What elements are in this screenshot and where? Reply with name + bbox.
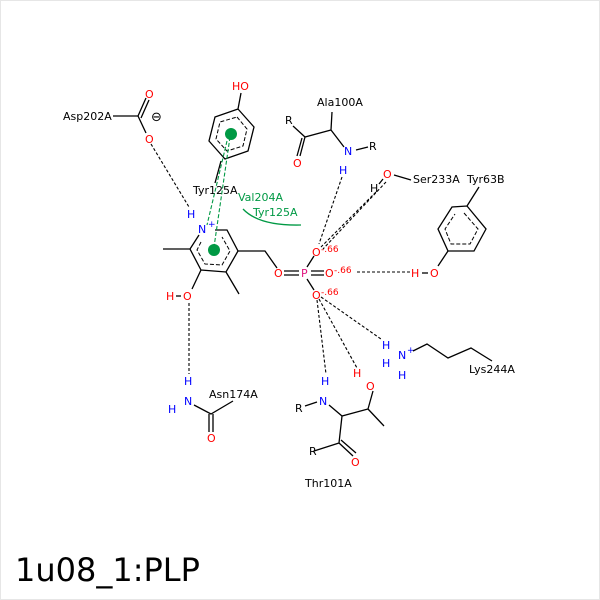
- atom-o: O: [274, 267, 283, 280]
- atom-p: P: [301, 267, 308, 280]
- charge-label: -.66: [321, 245, 339, 255]
- hydrophobic-contact-arc: [242, 208, 302, 226]
- residue-label: Asp202A: [63, 110, 112, 123]
- atom-h: H: [339, 164, 347, 177]
- atom-o: O: [312, 289, 321, 302]
- atom-h: H: [166, 290, 174, 303]
- atom-n: N: [319, 395, 327, 408]
- residue-tyr125: HO Tyr125A: [192, 80, 255, 197]
- residue-asp202: Asp202A O O ⊖: [63, 88, 162, 146]
- atom-r: R: [309, 445, 317, 458]
- atom-o: O: [430, 267, 439, 280]
- ligand-plp: N + H O H O P O -.66 O -.66 O -.66: [163, 208, 352, 303]
- atom-h: H: [382, 357, 390, 370]
- pi-center-dot: [208, 244, 220, 256]
- positive-charge: +: [208, 220, 216, 230]
- residue-ser233: O H Ser233A: [370, 168, 460, 195]
- atom-r: R: [295, 402, 303, 415]
- atom-o: O: [312, 246, 321, 259]
- residue-thr101: H N R O H R O Thr101A: [295, 367, 385, 490]
- atom-ho: HO: [232, 80, 249, 93]
- atom-o: O: [145, 133, 154, 146]
- atom-o: O: [351, 456, 360, 469]
- atom-o: O: [325, 267, 334, 280]
- hydrophobic-label: Tyr125A: [252, 206, 298, 219]
- negative-charge-icon: ⊖: [151, 110, 162, 125]
- residue-label: Ala100A: [317, 96, 363, 109]
- residue-label: Thr101A: [304, 477, 352, 490]
- residue-label: Lys244A: [469, 363, 515, 376]
- atom-h: H: [353, 367, 361, 380]
- atom-o: O: [145, 88, 154, 101]
- atom-n: N: [344, 145, 352, 158]
- charge-label: -.66: [321, 288, 339, 298]
- charge-label: -.66: [334, 266, 352, 276]
- pi-center-dot: [225, 128, 237, 140]
- atom-nplus: N: [198, 223, 206, 236]
- atom-h: H: [382, 339, 390, 352]
- atom-r: R: [369, 140, 377, 153]
- residue-label: Asn174A: [209, 388, 258, 401]
- atom-o: O: [183, 290, 192, 303]
- atom-n: N: [184, 395, 192, 408]
- residue-lys244: N + H H H Lys244A: [382, 339, 515, 382]
- residue-tyr63: Tyr63B O H: [411, 173, 505, 280]
- ligand-title: 1u08_1:PLP: [15, 551, 200, 589]
- atom-h: H: [321, 375, 329, 388]
- residue-label: Tyr63B: [466, 173, 505, 186]
- atom-o: O: [366, 380, 375, 393]
- pi-stacking-line: [206, 136, 231, 248]
- residue-asn174: H N H O Asn174A: [168, 375, 258, 445]
- atom-h: H: [411, 267, 419, 280]
- atom-o: O: [207, 432, 216, 445]
- atom-o: O: [383, 168, 392, 181]
- atom-h: H: [184, 375, 192, 388]
- atom-h: H: [370, 182, 378, 195]
- atom-nplus: N: [398, 349, 406, 362]
- atom-r: R: [285, 114, 293, 127]
- atom-h: H: [398, 369, 406, 382]
- positive-charge: +: [407, 346, 415, 356]
- hydrophobic-label: Val204A: [238, 191, 283, 204]
- residue-ala100: Ala100A R O N R H: [285, 96, 377, 177]
- atom-o: O: [293, 157, 302, 170]
- atom-h: H: [187, 208, 195, 221]
- atom-h: H: [168, 403, 176, 416]
- residue-label: Ser233A: [413, 173, 460, 186]
- hydrogen-bonds: [150, 143, 410, 375]
